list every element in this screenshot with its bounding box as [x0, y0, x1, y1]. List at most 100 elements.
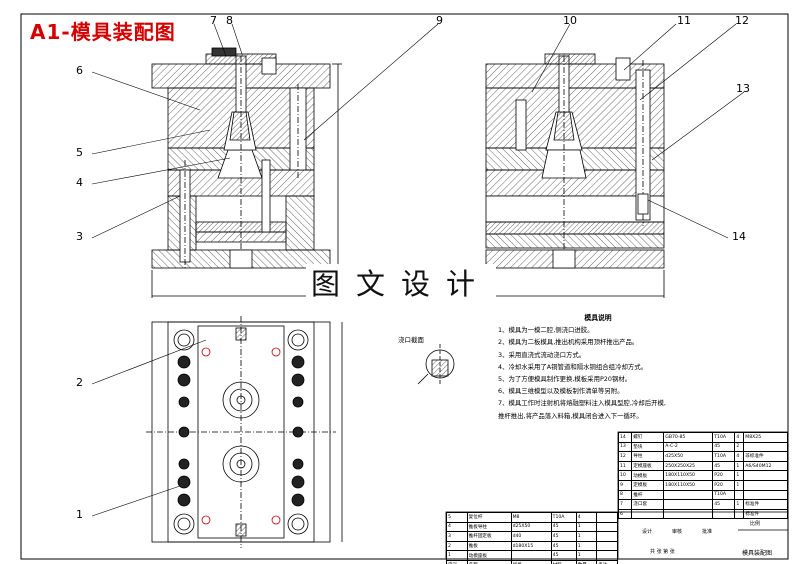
bom-cell: 数量 — [575, 559, 598, 564]
callout-1: 1 — [76, 508, 83, 521]
callout-7: 7 — [210, 14, 217, 27]
sheet-border — [20, 13, 789, 560]
bom-cell: 备注 — [596, 559, 618, 564]
bom-cell — [712, 508, 736, 520]
bom-cell: 推板导柱 — [466, 521, 512, 533]
note-line: 6、模具三维模型以及模板制作清单等另附。 — [498, 387, 624, 396]
bom-cell: 250X250X25 — [663, 460, 714, 472]
bom-cell: 1 — [575, 540, 598, 552]
bom-cell: 10 — [617, 470, 633, 481]
side-section-view — [485, 53, 665, 298]
bom-cell: 标准件 — [743, 499, 788, 510]
callout-2: 2 — [76, 376, 83, 389]
bom-cell: T10A — [550, 512, 577, 523]
bom-cell: A6/S40M12 — [743, 460, 788, 472]
bom-cell: 45 — [712, 441, 736, 453]
bom-cell — [596, 512, 618, 523]
callout-9: 9 — [436, 14, 443, 27]
drawing-title: A1-模具装配图 — [30, 20, 176, 44]
sheet-count: 共 张 第 张 — [650, 549, 675, 555]
bom-cell: 标准件 — [743, 508, 788, 520]
bom-cell — [734, 489, 745, 501]
bom-cell: 1 — [446, 550, 468, 561]
bom-cell: 复位杆 — [466, 512, 512, 523]
bom-cell — [596, 521, 618, 533]
note-line: 3、采用直浇式流动浇口方式。 — [498, 350, 586, 359]
note-line: 7、模具工作时注射机将熔融塑料注入模具型腔,冷却后开模, — [498, 399, 666, 408]
leader-lines — [91, 23, 745, 517]
designer-label: 设计 — [642, 529, 653, 535]
drawing-name: 模具装配图 — [742, 550, 773, 557]
bom-cell: 9 — [617, 479, 633, 491]
checker-label: 审核 — [672, 529, 683, 535]
bom-cell: 180X110X50 — [663, 470, 714, 481]
callout-5: 5 — [76, 146, 83, 159]
bom-cell: GB70-85 — [663, 432, 714, 443]
bom-cell: d25X50 — [510, 521, 552, 533]
bom-cell: 浇口套 — [631, 499, 665, 510]
bom-cell: 导柱 — [631, 451, 665, 462]
bom-cell: 动模座板 — [466, 550, 512, 561]
note-line: 1、模具为一模二腔,侧浇口进胶。 — [498, 326, 594, 335]
note-line: 5、为了方便模具制作更换,模板采用P20钢材。 — [498, 375, 632, 384]
bom-cell: 垫块 — [631, 441, 665, 453]
bom-cell: d40 — [510, 531, 552, 542]
bom-cell — [743, 441, 788, 453]
bom-cell: 动模板 — [631, 470, 665, 481]
bom-cell: M8X25 — [743, 432, 788, 443]
bom-cell: 11 — [617, 460, 633, 472]
bom-cell: 推杆 — [631, 489, 665, 501]
bom-cell — [631, 508, 665, 520]
bom-cell: 1 — [734, 460, 745, 472]
scale-label: 比例 — [750, 521, 761, 527]
bom-cell — [663, 499, 714, 510]
bom-cell: d180X15 — [510, 540, 552, 552]
bom-cell: 180X110X50 — [663, 479, 714, 491]
bom-cell: 1 — [734, 470, 745, 481]
bom-cell: P20 — [712, 479, 736, 491]
bom-cell: P20 — [712, 470, 736, 481]
bom-cell: d25X50 — [663, 451, 714, 462]
bom-cell: 4 — [734, 432, 745, 443]
callout-8: 8 — [226, 14, 233, 27]
bom-cell: 1 — [575, 531, 598, 542]
gate-detail-view — [417, 344, 455, 385]
watermark-text: 图文设计 — [306, 264, 496, 304]
bom-cell: 序号 — [446, 559, 468, 564]
bom-cell: 13 — [617, 441, 633, 453]
bom-cell: 8 — [617, 489, 633, 501]
bom-cell — [596, 540, 618, 552]
notes-title: 模具说明 — [584, 314, 612, 322]
bom-cell: 7 — [617, 499, 633, 510]
approver-label: 批准 — [702, 529, 713, 535]
bom-cell: T10A — [712, 489, 736, 501]
bom-cell: 规格 — [510, 559, 552, 564]
bom-row: 序号名称规格材料数量备注 — [446, 559, 618, 564]
bom-cell: 4 — [734, 451, 745, 462]
bom-cell: 45 — [712, 499, 736, 510]
callout-13: 13 — [736, 82, 750, 95]
bom-cell — [743, 470, 788, 481]
technical-notes: 模具说明 1、模具为一模二腔,侧浇口进胶。 2、模具为二板模具,推出机构采用顶杆… — [498, 312, 698, 422]
plan-view — [146, 316, 343, 548]
bom-cell: 2 — [734, 441, 745, 453]
bom-cell — [510, 550, 552, 561]
bom-cell: T10A — [712, 451, 736, 462]
note-line: 2、模具为二板模具,推出机构采用顶杆推出产品。 — [498, 338, 639, 347]
bom-cell: 14 — [617, 432, 633, 443]
